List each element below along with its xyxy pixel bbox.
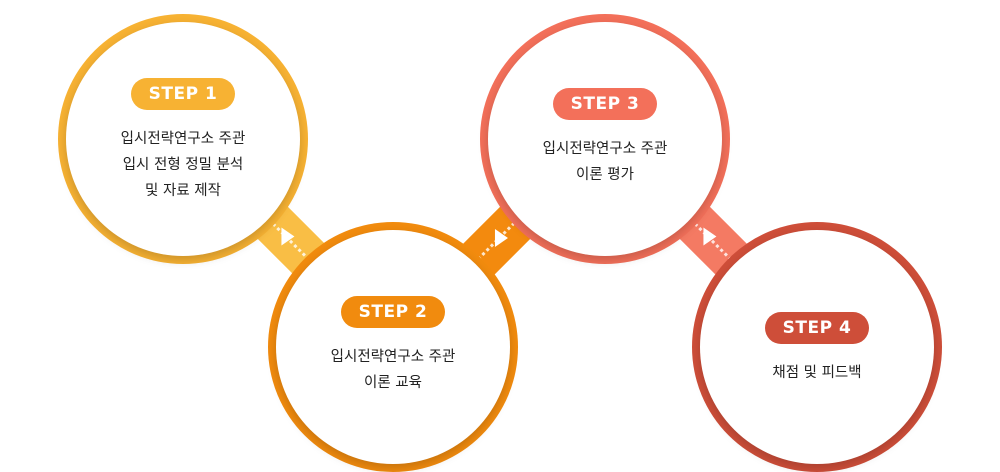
step-3-badge: STEP 3 [552,88,658,120]
step-2-description: 입시전략연구소 주관 이론 교육 [330,349,456,391]
step-4-circle: STEP 4 채점 및 피드백 [692,222,942,472]
step-1-description: 입시전략연구소 주관 입시 전형 정밀 분석 및 자료 제작 [120,131,246,199]
step-2-circle: STEP 2 입시전략연구소 주관 이론 교육 [268,222,518,472]
step-3-description: 입시전략연구소 주관 이론 평가 [542,141,668,183]
step-4-description: 채점 및 피드백 [772,365,862,381]
arrow-right-icon [494,228,508,247]
arrow-right-icon [703,227,717,246]
arrow-right-icon [281,227,295,246]
step-2-badge: STEP 2 [340,296,446,328]
step-1-circle: STEP 1 입시전략연구소 주관 입시 전형 정밀 분석 및 자료 제작 [58,14,308,264]
step-3-circle: STEP 3 입시전략연구소 주관 이론 평가 [480,14,730,264]
step-1-badge: STEP 1 [130,78,236,110]
step-4-badge: STEP 4 [764,312,870,344]
